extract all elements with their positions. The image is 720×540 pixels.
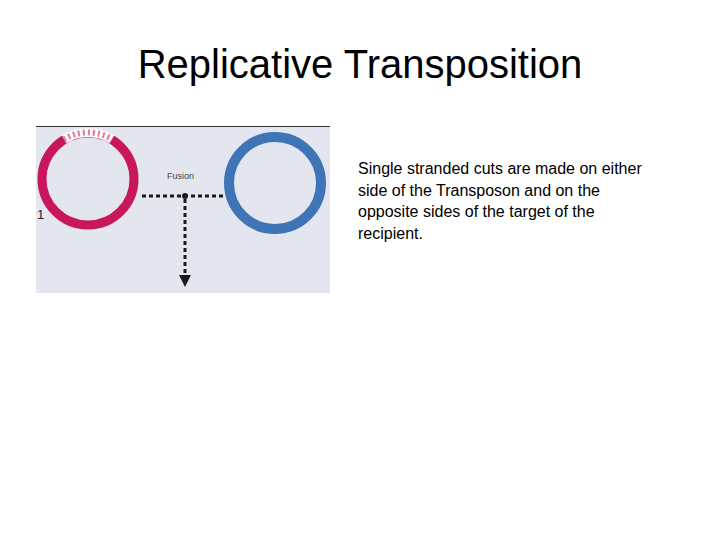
figure-border bbox=[36, 126, 330, 127]
fusion-arrow bbox=[184, 199, 187, 281]
figure-number: 1 bbox=[37, 207, 44, 223]
transposon-segment bbox=[64, 132, 112, 139]
junction-dot bbox=[182, 193, 188, 199]
step-label: Fusion bbox=[166, 171, 195, 182]
body-text: Single stranded cuts are made on either … bbox=[358, 158, 648, 244]
donor-plasmid bbox=[42, 133, 134, 225]
slide-title: Replicative Transposition bbox=[0, 40, 720, 88]
recipient-plasmid bbox=[229, 137, 321, 229]
transposon-pattern bbox=[64, 132, 112, 139]
figure-ground bbox=[36, 126, 330, 293]
